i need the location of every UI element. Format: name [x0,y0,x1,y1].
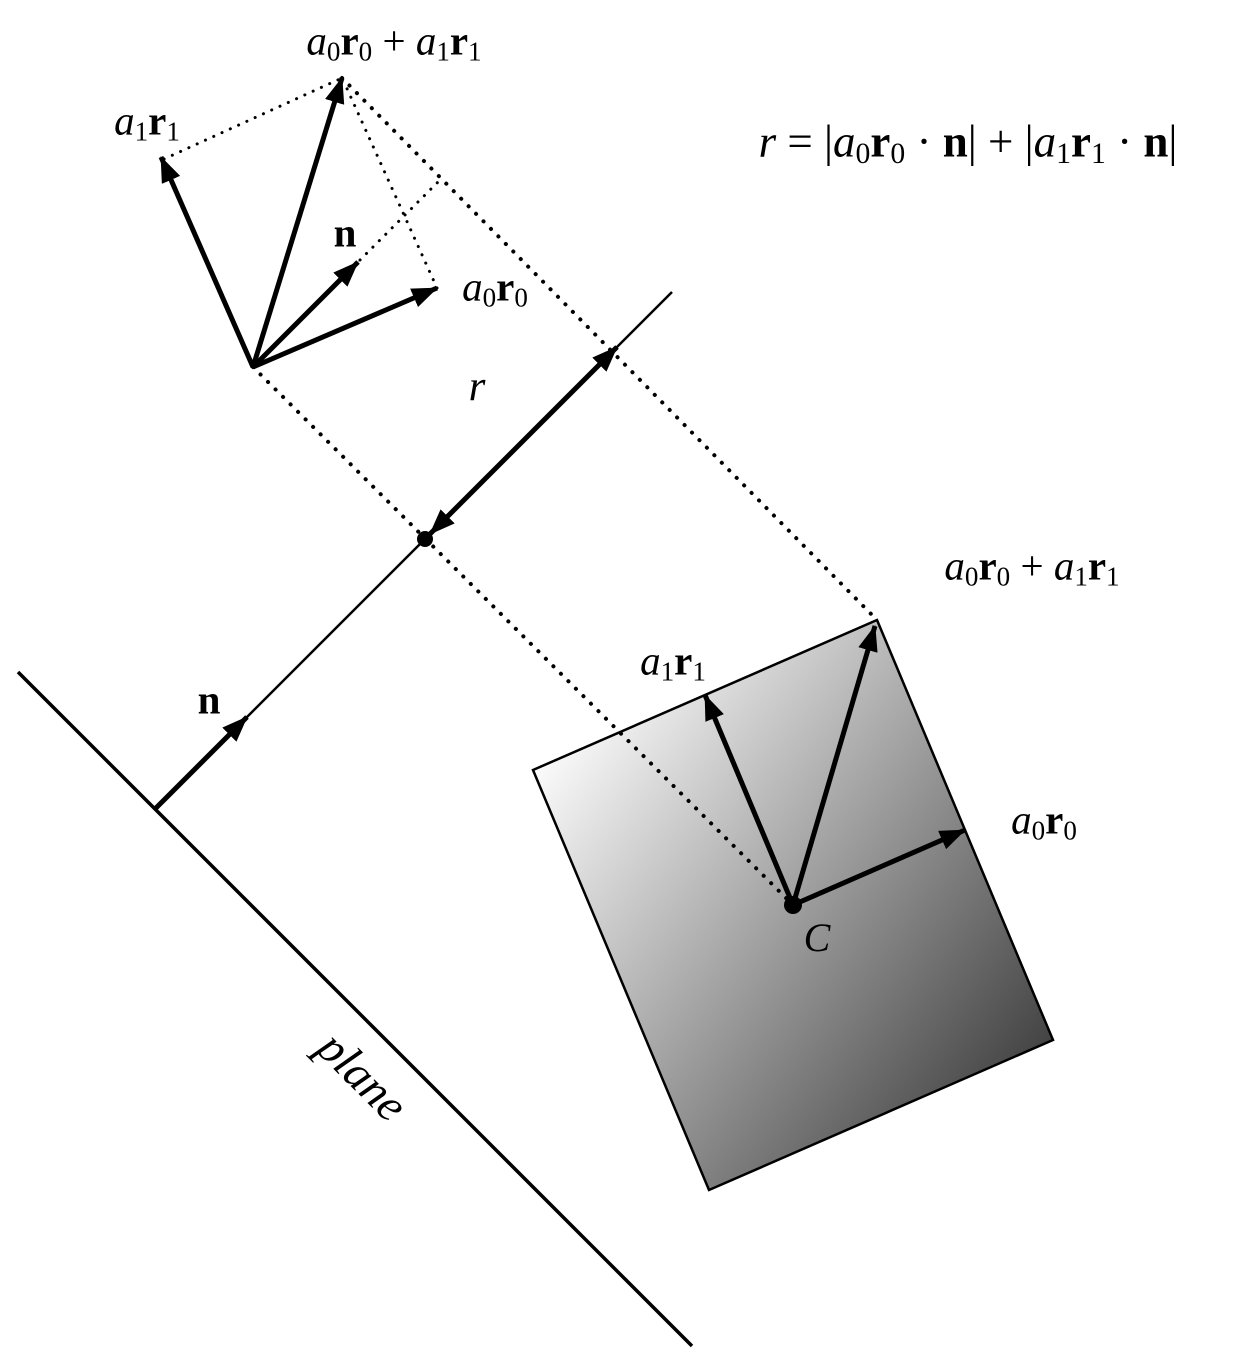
label-r-distance: r [468,363,486,411]
label-sum-top: a0r0 + a1r1 [306,17,482,67]
plane-normal-arrow [153,715,249,811]
projection-point-dot [417,531,433,547]
label-a0r0-box: a0r0 [1011,796,1077,846]
normal-axis-dash-extension [358,176,444,262]
box-center-dot [784,896,802,914]
box-sum-arrow [790,625,878,906]
cluster-a1r1-arrow [158,155,256,369]
label-a1r1-top: a1r1 [114,97,180,147]
cluster-a0r0-arrow [252,285,438,370]
dotted-line-through-center [251,365,795,907]
box-a1r1-arrow [702,694,796,906]
label-a1r1-box: a1r1 [640,637,706,687]
label-n-plane: n [197,676,221,723]
cluster-normal-arrow [251,260,360,369]
label-n-top: n [333,209,357,256]
label-a0r0-top: a0r0 [462,263,528,313]
plane-line [16,670,694,1348]
parallelogram-dash-a0r0-to-sum [342,80,439,290]
label-sum-box: a0r0 + a1r1 [944,542,1120,592]
label-box-center: C [803,915,831,960]
cluster-sum-arrow [250,77,345,368]
parallelogram-dash-a1r1-to-sum [162,76,344,161]
r-distance-double-arrow [428,345,619,536]
equation-projection-radius: r = |a0r0 · n| + |a1r1 · n| [758,116,1178,171]
box-a0r0-arrow [792,827,966,908]
